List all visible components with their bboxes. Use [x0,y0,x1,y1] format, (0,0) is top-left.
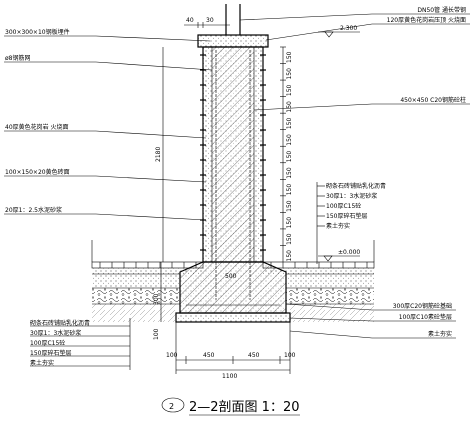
dim-top-a: 40 [186,17,194,24]
left-labels: 300×300×10钢板埋件 ø8钢筋网 40厚黄色花岗岩 火烧面 100×150×2… [4,28,213,221]
blinding-fill [176,313,290,322]
dim-w-450b: 450 [248,352,260,359]
dim-height-text: 2180 [155,147,162,162]
course-dim-label: 150 [286,217,293,229]
left-label: 20厚1：2.5水泥砂浆 [5,206,62,214]
right-mid-label: 30厚1：3水泥砂浆 [326,192,377,200]
left-label: 300×300×10钢板埋件 [5,28,70,36]
left-label: 40厚黄色花岗岩 火烧面 [5,123,69,131]
bottom-left-label: 30厚1：3水泥砂浆 [30,329,81,337]
cladding-left [203,47,212,262]
cladding-right [254,47,263,262]
course-dim-label: 150 [286,68,293,80]
coping-fill [198,35,268,47]
concrete-left [92,274,180,288]
left-leader [95,130,207,139]
mortar-left [92,268,203,274]
top-right-label: 120厚黄色花岗岩压顶 火烧面 [387,16,466,24]
dim-w-100b: 100 [284,352,296,359]
top-right-labels: DN50管 通长带钢 120厚黄色花岗岩压顶 火烧面 450×450 C20钢筋砼柱 [239,6,470,111]
level-top-marker [324,31,334,38]
course-dim-label: 150 [286,101,293,113]
base-right-leader [289,330,373,339]
dim-base-100: 100 [153,328,160,340]
course-dim-label: 150 [286,134,293,146]
drawing-title: 2—2剖面图 1：20 [189,400,300,415]
base-right-label: 300厚C20钢筋砼基础 [393,302,452,310]
top-right-label: DN50管 通长带钢 [417,6,466,14]
top-right-label: 450×450 C20钢筋砼柱 [400,96,466,104]
bottom-left-label: 砌条石砖铺贴乳化沥青 [30,319,90,327]
footing-dots [180,262,286,313]
base-right-leader [289,317,373,322]
bottom-left-label: 100厚C15砼 [30,339,65,347]
course-dim-label: 150 [286,51,293,63]
anchor-ticks [200,54,266,251]
dim-top-b: 30 [206,17,214,24]
course-dim-label: 150 [286,84,293,96]
left-leader [95,213,207,221]
course-dims: 150 150 150 150 150 150 150 150 150 150 150 150 150 [280,46,293,262]
level-ground-marker [323,255,333,262]
course-dim-label: 150 [286,151,293,163]
top-right-leader [253,103,373,111]
right-mid-label: 100厚C15砼 [326,202,361,210]
base-right-label: 素土夯实 [428,330,452,338]
dim-500: 500 [225,273,237,280]
level-top-text: 2.300 [340,25,357,32]
paver-joints [99,262,368,268]
title-symbol: 2 [169,402,174,411]
course-dim-label: 150 [286,118,293,130]
course-dim-label: 150 [286,233,293,245]
course-dim-label: 150 [286,250,293,262]
earth-left [92,304,176,322]
left-label: ø8钢筋网 [5,54,31,62]
bottom-left-label: 150厚碎石垫层 [30,349,71,357]
concrete-right [286,274,374,288]
left-leader [95,175,207,183]
right-mid-label: 砌条石砖铺贴乳化沥青 [326,182,386,190]
base-right-leader [285,303,373,311]
right-mid-label: 素土夯实 [326,222,350,230]
paving-right [262,261,375,269]
column-core-dots [212,47,254,262]
dim-base-300: 300 [153,293,160,305]
base-right-label: 100厚C10素砼垫层 [399,313,452,321]
level-ground-text: ±0.000 [338,249,360,256]
bottom-left-label: 素土夯实 [30,359,54,367]
left-leader [95,61,213,71]
course-dim-label: 150 [286,200,293,212]
dim-w-450a: 450 [203,352,215,359]
left-label: 100×150×20黄色砖面 [5,168,70,176]
course-dim-label: 150 [286,167,293,179]
gravel-right [286,288,374,304]
top-right-leader [239,13,373,21]
title-symbol-circle [161,397,185,413]
course-dim-label: 150 [286,184,293,196]
right-mid-label: 150厚碎石垫层 [326,212,367,220]
mortar-right [263,268,374,274]
paving-left [91,261,204,269]
left-leader [95,35,211,42]
dim-w-total: 1100 [222,373,237,380]
top-right-leader [265,23,373,41]
gravel-left [92,288,180,304]
dim-w-100a: 100 [166,352,178,359]
